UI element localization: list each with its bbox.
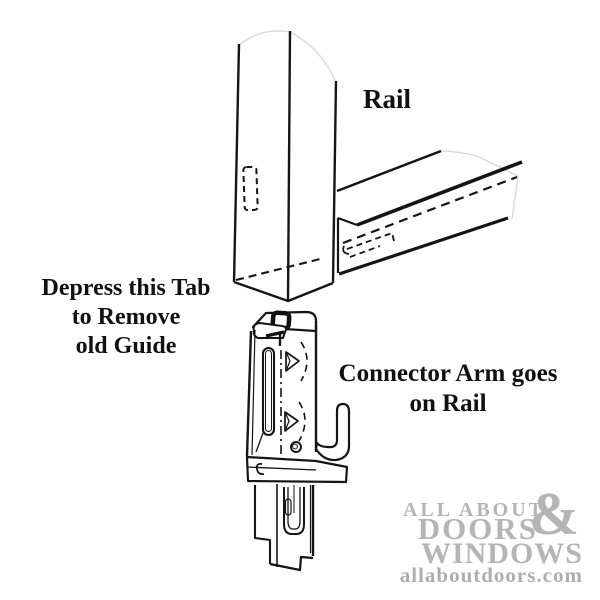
depress-tab-label: Depress this Tab to Remove old Guide — [41, 275, 211, 359]
connector-arm-label: Connector Arm goes on Rail — [338, 360, 558, 417]
vertical-rail-drawing — [232, 30, 338, 303]
connector-arm-drawing — [245, 310, 351, 572]
horizontal-rail-drawing — [336, 149, 523, 276]
rail-label: Rail — [363, 84, 412, 114]
